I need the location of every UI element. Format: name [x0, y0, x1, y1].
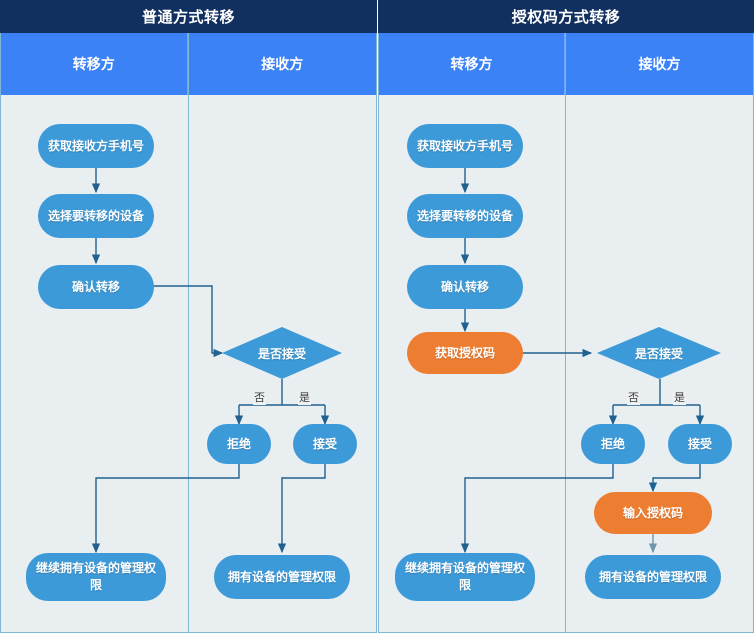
- node-reject[interactable]: 拒绝: [581, 424, 645, 464]
- node-get-receiver-phone[interactable]: 获取接收方手机号: [407, 124, 523, 168]
- node-reject[interactable]: 拒绝: [207, 424, 271, 464]
- node-select-device[interactable]: 选择要转移的设备: [407, 194, 523, 238]
- panel-normal-title: 普通方式转移: [0, 0, 377, 33]
- node-own-device-admin[interactable]: 拥有设备的管理权限: [214, 555, 350, 599]
- node-accept-decision[interactable]: 是否接受: [597, 327, 721, 379]
- node-accept[interactable]: 接受: [293, 424, 357, 464]
- panel-authcode-title: 授权码方式转移: [378, 0, 754, 33]
- panel-authcode-transfer: 授权码方式转移 转移方 接收方: [378, 0, 754, 633]
- column-header-receiver: 接收方: [188, 33, 376, 95]
- column-normal-transferor: 转移方: [0, 33, 189, 633]
- node-accept-decision[interactable]: 是否接受: [222, 327, 342, 379]
- decision-label: 是否接受: [257, 346, 306, 361]
- edge-label-no: 否: [627, 392, 640, 405]
- node-accept[interactable]: 接受: [668, 424, 732, 464]
- node-keep-device-admin[interactable]: 继续拥有设备的管理权限: [26, 553, 166, 601]
- edge-label-no: 否: [253, 392, 266, 405]
- node-confirm-transfer[interactable]: 确认转移: [38, 265, 154, 309]
- edge-label-yes: 是: [298, 392, 311, 405]
- node-get-receiver-phone[interactable]: 获取接收方手机号: [38, 124, 154, 168]
- column-header-transferor: 转移方: [1, 33, 188, 95]
- node-get-auth-code[interactable]: 获取授权码: [407, 332, 523, 374]
- node-select-device[interactable]: 选择要转移的设备: [38, 194, 154, 238]
- panel-normal-transfer: 普通方式转移 转移方 接收方: [0, 0, 377, 633]
- column-header-transferor: 转移方: [379, 33, 565, 95]
- decision-label: 是否接受: [634, 346, 683, 361]
- node-confirm-transfer[interactable]: 确认转移: [407, 265, 523, 309]
- node-own-device-admin[interactable]: 拥有设备的管理权限: [585, 555, 721, 599]
- node-enter-auth-code[interactable]: 输入授权码: [594, 492, 712, 534]
- edge-label-yes: 是: [673, 392, 686, 405]
- node-keep-device-admin[interactable]: 继续拥有设备的管理权限: [395, 553, 535, 601]
- column-header-receiver: 接收方: [566, 33, 753, 95]
